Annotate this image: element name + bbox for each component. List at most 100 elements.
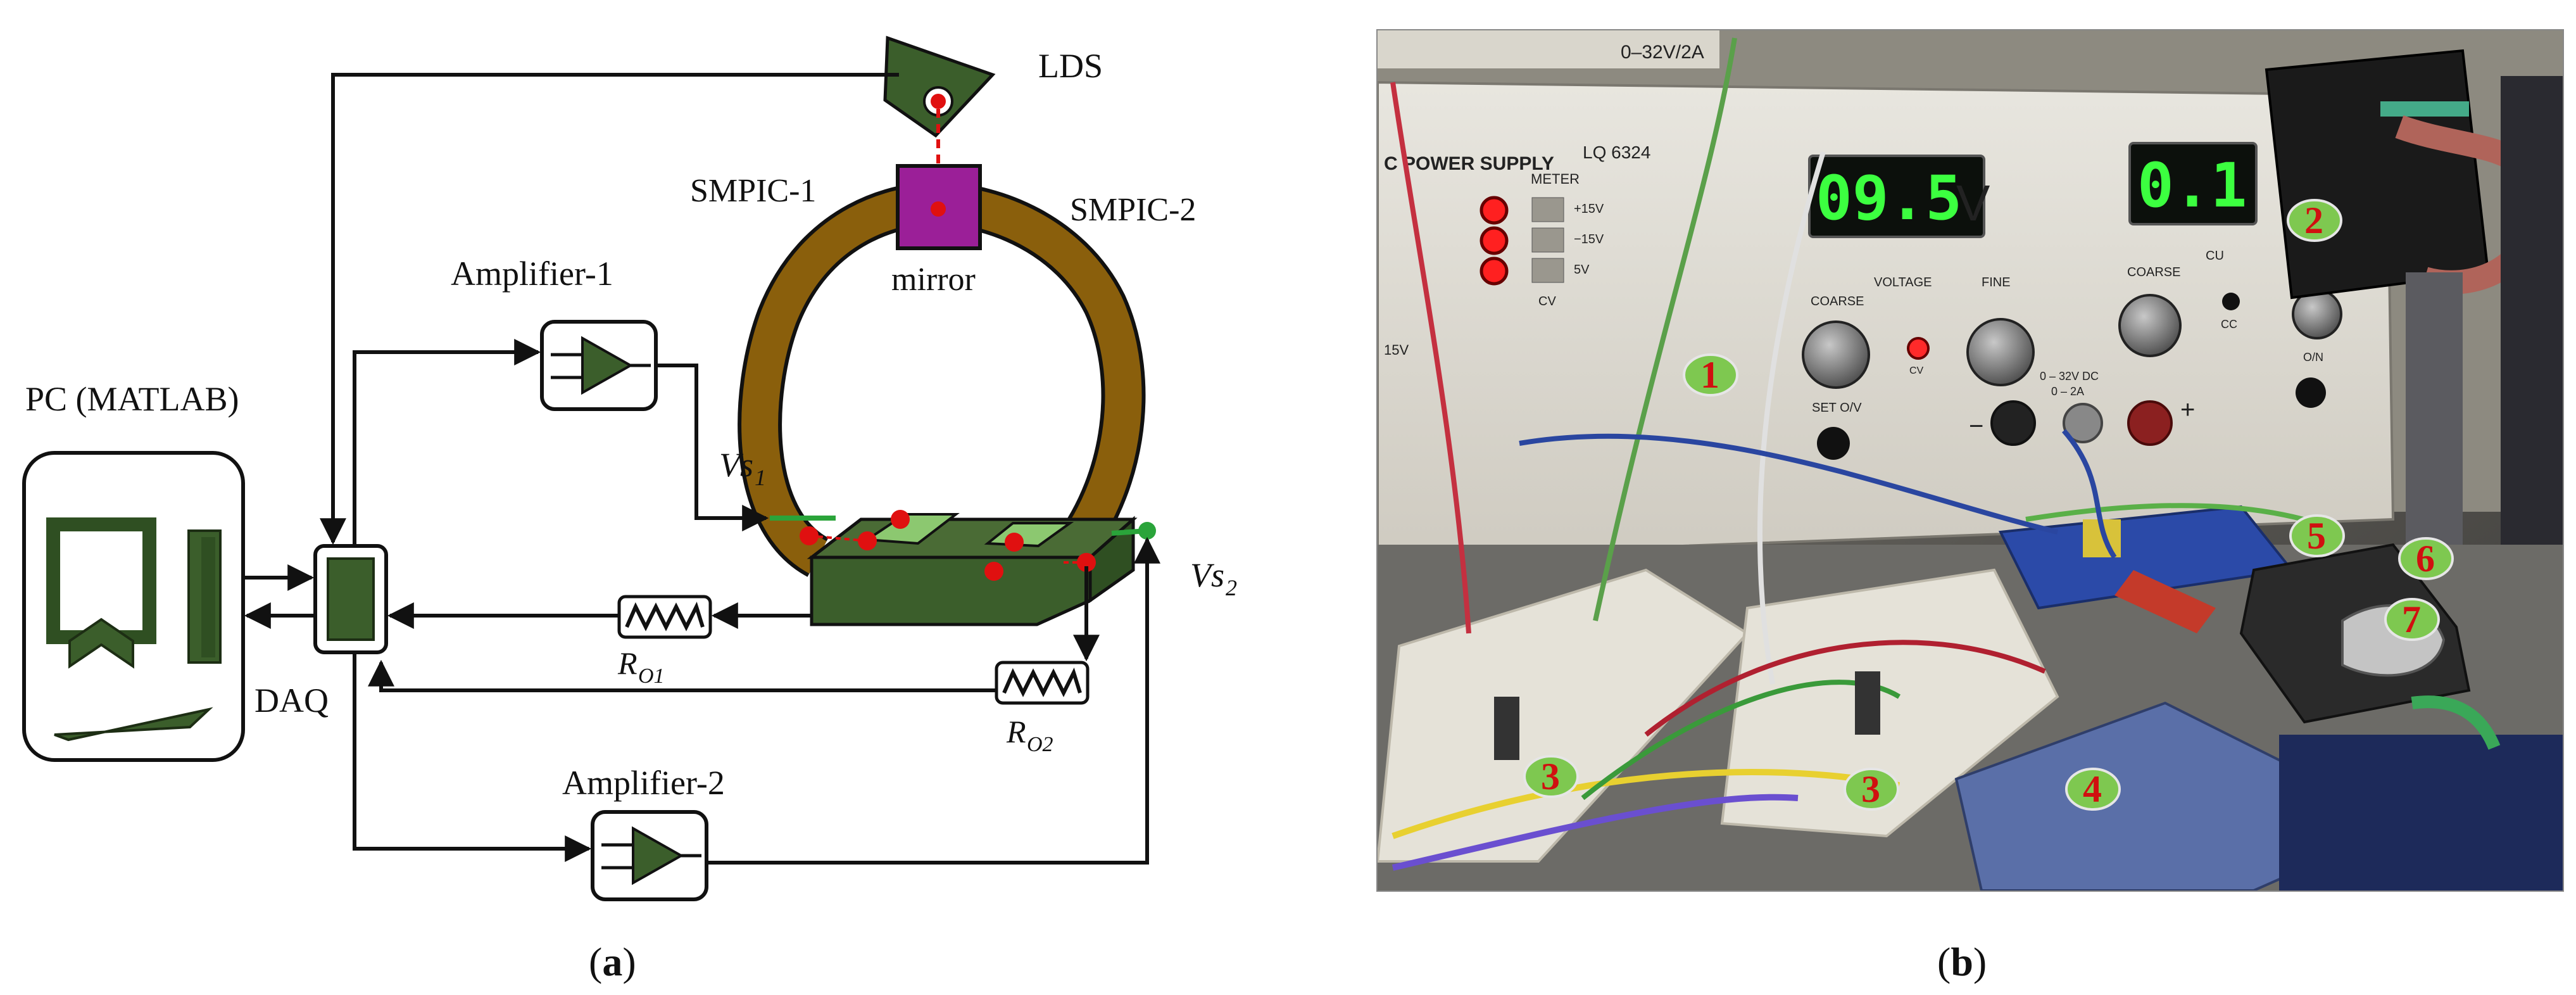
ps-minus15: −15V — [1574, 232, 1604, 246]
amp2-to-vs2-line — [707, 536, 1160, 865]
panel-b-photo: 0–32V/2A C POWER SUPPLY LQ 6324 METER +1… — [1376, 29, 2564, 984]
lds-laser-dot — [931, 94, 946, 109]
fine-voltage-knob[interactable] — [1966, 318, 2035, 386]
transistor-1 — [1855, 671, 1880, 735]
amplifier1-block: Amplifier-1 — [451, 255, 658, 411]
vs1-label-sub: 1 — [755, 465, 766, 490]
amp1-triangle-icon — [581, 336, 634, 395]
lds-signal-line — [320, 73, 899, 545]
ro2-zigzag-icon — [1002, 668, 1082, 697]
marker-4: 4 — [2065, 768, 2121, 811]
daq-label: DAQ — [254, 681, 329, 719]
pc-label: PC (MATLAB) — [25, 380, 239, 418]
caption-a: (a) — [589, 939, 636, 984]
marker-2-label: 2 — [2304, 200, 2323, 241]
ps-cu: CU — [2206, 249, 2224, 263]
pc-stand-icon — [68, 618, 134, 669]
voltage-display-unit: V — [1956, 175, 1990, 231]
marker-3a: 3 — [1523, 755, 1579, 798]
lds-camera-body — [2265, 49, 2490, 300]
wire-red-2 — [1644, 640, 2046, 737]
panel-a-schematic: PC (MATLAB) DAQ LDS mirror — [22, 35, 1237, 984]
marker-3b-bg — [1844, 768, 1899, 811]
marker-1-bg — [1683, 353, 1738, 396]
ps-5v: 5V — [1574, 263, 1590, 277]
amp2-triangle-icon — [632, 826, 684, 885]
amplifier2-block: Amplifier-2 — [562, 764, 725, 901]
ps-range: 0 – 32V DC — [2040, 370, 2099, 383]
daq-to-amp2-line — [353, 652, 592, 862]
minus-sign: − — [1969, 412, 1983, 440]
marker-5-label: 5 — [2307, 515, 2326, 557]
contact-dot-5 — [984, 562, 1003, 581]
marker-7: 7 — [2384, 598, 2440, 641]
wire-purple-1 — [1392, 794, 1799, 871]
caption-b-letter: b — [1951, 939, 1973, 984]
ps-model: LQ 6324 — [1583, 143, 1650, 162]
bottom-right-button[interactable] — [2296, 377, 2326, 408]
black-terminal[interactable] — [1990, 400, 2036, 446]
top-supply-edge — [1378, 30, 1719, 68]
contact-link-1 — [808, 535, 868, 542]
lds-label: LDS — [1038, 47, 1103, 85]
plus-sign: + — [2180, 396, 2195, 424]
daq-chip-icon — [327, 557, 375, 641]
set-ov-button[interactable] — [1817, 427, 1850, 460]
ps-on: O/N — [2303, 351, 2323, 364]
ro2-resistor: R O2 — [995, 661, 1090, 756]
vs2-node — [1138, 522, 1156, 540]
caption-a-close: ) — [622, 939, 636, 984]
vs1-label-main: Vs — [719, 446, 753, 484]
top-supply-label: 0–32V/2A — [1621, 42, 1704, 63]
ro2-to-daq-line — [368, 659, 996, 692]
smpic2-label: SMPIC-2 — [1070, 192, 1196, 228]
marker-4-bg — [2065, 768, 2121, 811]
ro2-label-sub: O2 — [1027, 733, 1053, 756]
marker-7-label: 7 — [2402, 599, 2421, 640]
amplifier2-label: Amplifier-2 — [562, 764, 725, 802]
pc-tower-side — [201, 537, 215, 657]
right-equipment — [2501, 76, 2563, 545]
marker-2: 2 — [2287, 199, 2342, 242]
marker-5: 5 — [2289, 514, 2345, 557]
switch-5v[interactable] — [1531, 258, 1564, 283]
wire-blue-2 — [2061, 429, 2117, 559]
gnd-terminal[interactable] — [2063, 403, 2103, 443]
marker-6-bg — [2398, 537, 2454, 580]
coarse-voltage-knob[interactable] — [1802, 320, 1870, 389]
marker-7-bg — [2384, 598, 2440, 641]
contact-dot-2 — [858, 531, 877, 550]
marker-2-bg — [2287, 199, 2342, 242]
marker-3b-label: 3 — [1861, 768, 1880, 810]
ps-cv: CV — [1538, 295, 1556, 308]
ps-cv-small: CV — [1909, 365, 1924, 376]
led-minus15 — [1480, 226, 1509, 255]
wire-red-1 — [1390, 82, 1471, 634]
ro1-resistor: R O1 — [617, 595, 712, 688]
switch-minus15[interactable] — [1531, 227, 1564, 253]
vs2-label-sub: 2 — [1226, 575, 1237, 600]
lds-sensor: LDS — [883, 35, 1103, 138]
lds-stand-pole — [2406, 272, 2463, 557]
led-plus15 — [1480, 196, 1509, 225]
daq-to-amp1-line — [353, 339, 541, 546]
ps-cc: CC — [2221, 318, 2237, 331]
red-terminal[interactable] — [2127, 400, 2173, 446]
cv-led — [1907, 337, 1930, 360]
switch-plus15[interactable] — [1531, 197, 1564, 222]
green-crocodile-clip — [2411, 695, 2501, 750]
mirror-label: mirror — [891, 262, 976, 298]
wire-green-1 — [1593, 37, 1737, 621]
marker-3a-label: 3 — [1541, 756, 1560, 797]
coarse-current-knob[interactable] — [2118, 294, 2182, 357]
contact-dot-3 — [891, 510, 910, 529]
ps-plus15: +15V — [1574, 202, 1604, 216]
ps-set-ov: SET O/V — [1812, 401, 1862, 415]
ps-title: C POWER SUPPLY — [1384, 153, 1554, 174]
ps-meter: METER — [1531, 171, 1580, 187]
wire-blue-1 — [1519, 433, 2058, 535]
marker-3b: 3 — [1844, 768, 1899, 811]
pc-keyboard-icon — [54, 707, 213, 742]
marker-1-label: 1 — [1700, 354, 1719, 396]
